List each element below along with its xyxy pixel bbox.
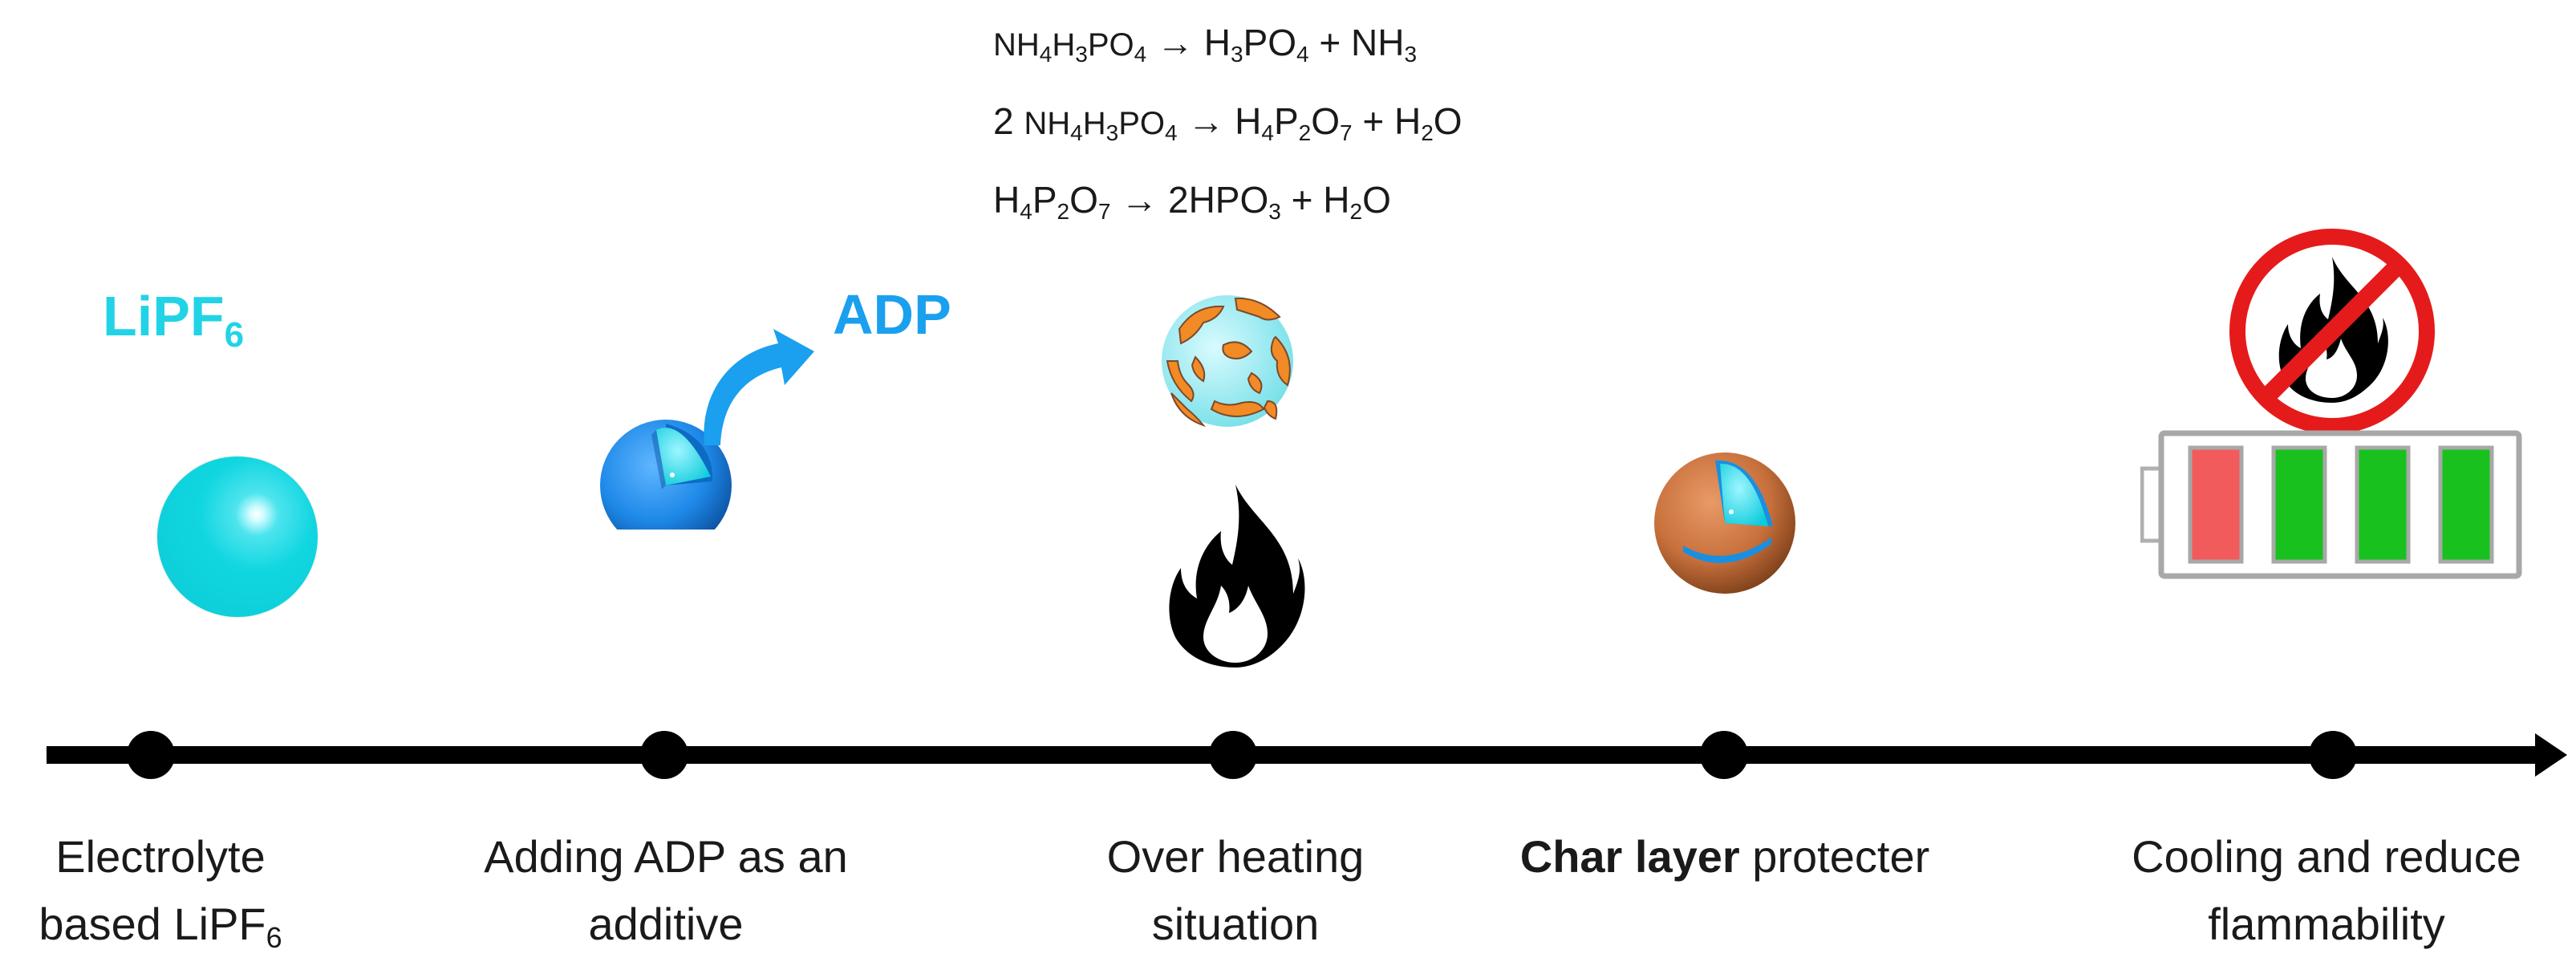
equation-3: H4P2O7 → 2HPO3 + H2O: [993, 179, 1391, 224]
curved-arrow-icon: [704, 329, 814, 445]
adp-sphere: [600, 420, 732, 530]
fire-icon: [1169, 485, 1305, 668]
no-fire-icon: [2229, 229, 2435, 434]
step-label-1: Electrolyte based LiPF6: [39, 831, 282, 954]
lipf6-label: LiPF6: [103, 285, 245, 355]
timeline-dot-2: [640, 731, 688, 779]
timeline-arrowhead: [2535, 733, 2567, 777]
overheated-sphere: [1162, 295, 1293, 428]
timeline-axis: [47, 746, 2542, 764]
step-label-2: Adding ADP as an additive: [484, 831, 848, 949]
char-layer-sphere: [1654, 452, 1795, 594]
equation-1: NH4H3PO4 → H3PO4 + NH3: [993, 22, 1418, 67]
step-label-4: Char layer protecter: [1519, 831, 1930, 882]
step-label-3: Over heating situation: [1106, 831, 1365, 949]
timeline-dot-4: [1700, 731, 1748, 779]
step-label-5: Cooling and reduce flammability: [2132, 831, 2521, 949]
timeline-dot-1: [127, 731, 175, 779]
lipf6-sphere: [157, 457, 318, 617]
adp-label: ADP: [833, 283, 951, 346]
equation-2: 2 NH4H3PO4 → H4P2O7 + H2O: [993, 100, 1462, 145]
timeline-dot-5: [2309, 731, 2357, 779]
battery-icon: [2140, 430, 2522, 579]
timeline-dot-3: [1209, 731, 1257, 779]
